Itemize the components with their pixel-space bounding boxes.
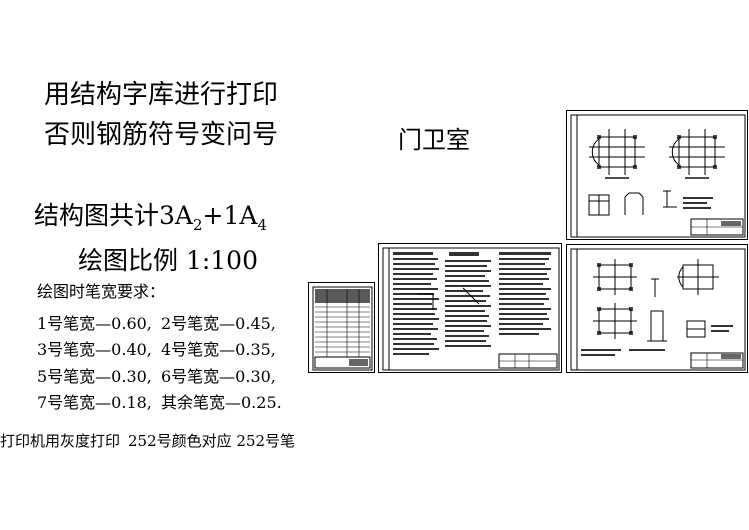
sheet-a2-plans-top[interactable] (566, 110, 748, 240)
building-title: 门卫室 (398, 126, 470, 154)
note-font-warning: 用结构字库进行打印 (44, 80, 279, 110)
sheet-a4-list-drawing (312, 286, 373, 371)
sheet-a2-notes-drawing (382, 247, 560, 371)
sheet-count: 结构图共计3A2+1A4 (34, 201, 267, 234)
sheet-a4-list[interactable] (308, 282, 375, 373)
pen-width-7: 7号笔宽—0.18, (37, 393, 152, 412)
pen-width-4: 4号笔宽—0.35, (161, 340, 276, 359)
color-pen-note: 252号颜色对应 252号笔 (128, 432, 296, 450)
pen-width-1: 1号笔宽—0.60, (37, 314, 152, 333)
sheet-a2-plans-bottom-drawing (570, 248, 746, 371)
pen-width-5: 5号笔宽—0.30, (37, 367, 152, 386)
sheet-a2-notes[interactable] (378, 243, 562, 373)
drawing-scale: 绘图比例 1:100 (78, 246, 258, 275)
pen-width-6: 6号笔宽—0.30, (161, 367, 276, 386)
sheet-a2-plans-bottom[interactable] (566, 244, 748, 373)
printer-note: 打印机用灰度打印 (0, 432, 121, 450)
pen-width-2: 2号笔宽—0.45, (161, 314, 276, 333)
sheet-a2-plans-top-drawing (570, 114, 746, 238)
pen-width-header: 绘图时笔宽要求： (37, 282, 166, 301)
pen-width-3: 3号笔宽—0.40, (37, 340, 152, 359)
pen-width-other: 其余笔宽—0.25. (161, 393, 282, 412)
note-rebar-warning: 否则钢筋符号变问号 (44, 120, 279, 150)
